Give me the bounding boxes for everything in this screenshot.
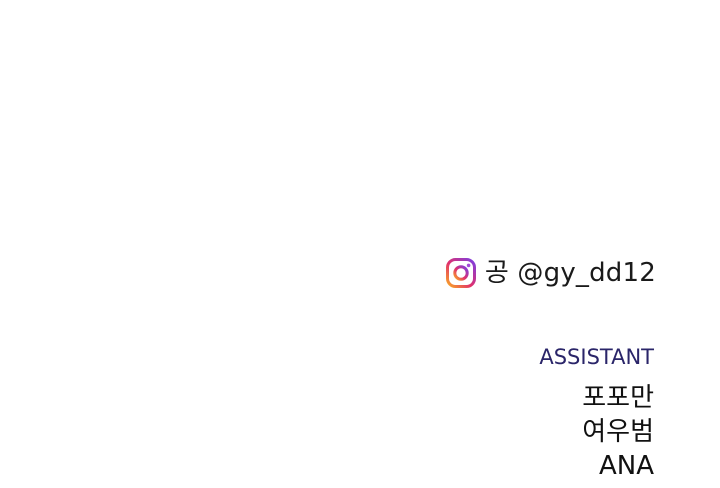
credits-block: ASSISTANT 포포만 여우범 ANA: [539, 343, 654, 483]
assistant-names: 포포만 여우범 ANA: [539, 381, 654, 483]
assistant-name: 포포만: [582, 383, 654, 413]
role-title: ASSISTANT: [539, 345, 654, 369]
assistant-name: 여우범: [582, 417, 654, 447]
instagram-icon: [445, 258, 476, 288]
assistant-name: ANA: [598, 451, 654, 481]
instagram-handle: 공 @gy_dd12: [484, 258, 656, 288]
social-handle: 공 @gy_dd12: [445, 254, 656, 292]
